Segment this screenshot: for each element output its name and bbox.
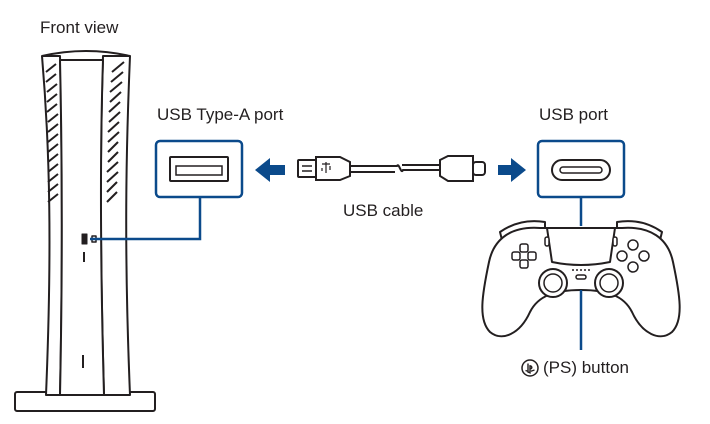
ps-button-label-row: (PS) button xyxy=(521,358,629,378)
console-front-view xyxy=(14,50,156,412)
typea-callout-line xyxy=(90,196,202,241)
usb-cable xyxy=(297,155,486,182)
console-usb-a-slot xyxy=(81,233,88,245)
arrow-left-icon xyxy=(255,158,285,182)
console-vents-right xyxy=(106,61,125,203)
front-view-label: Front view xyxy=(40,18,119,37)
usb-cable-label: USB cable xyxy=(343,201,424,220)
usb-port-label: USB port xyxy=(539,105,608,124)
usb-type-a-port-callout xyxy=(154,139,244,199)
ps-button-label: (PS) button xyxy=(543,358,629,377)
console-top-edge xyxy=(41,50,131,57)
dualsense-controller xyxy=(481,220,681,338)
usb-port-callout xyxy=(536,139,626,199)
usb-type-a-port-label: USB Type-A port xyxy=(157,105,284,124)
console-core xyxy=(59,59,105,396)
arrow-right-icon xyxy=(498,158,526,182)
console-vents-left xyxy=(45,63,59,203)
playstation-logo-icon xyxy=(521,359,539,377)
